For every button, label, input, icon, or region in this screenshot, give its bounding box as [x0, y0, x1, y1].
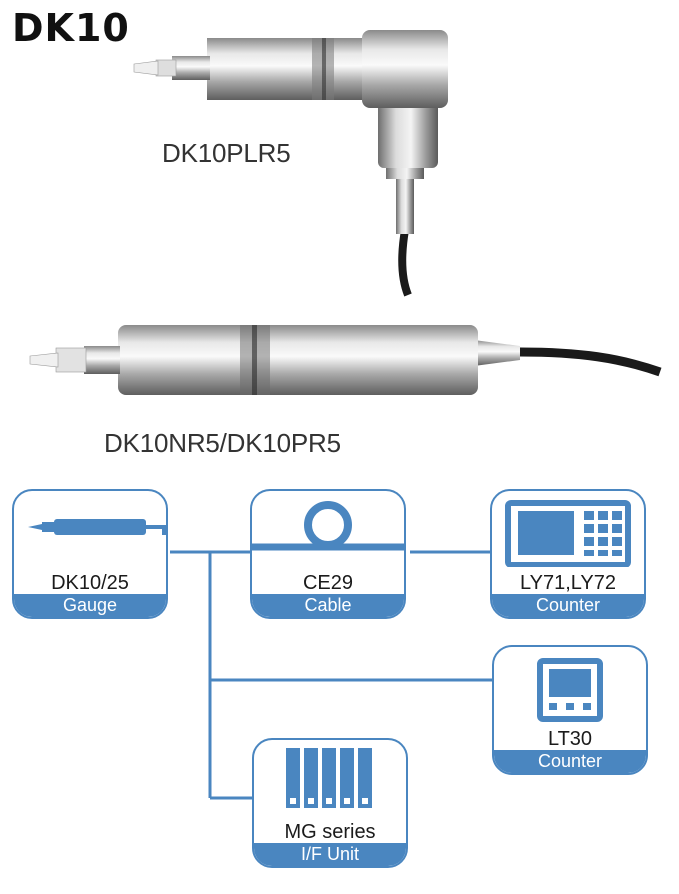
counter-lt-node[interactable]: LT30 Counter — [492, 645, 648, 775]
counter-ly-category: Counter — [492, 594, 644, 617]
page-title: DK10 — [12, 6, 130, 50]
cable-category: Cable — [252, 594, 404, 617]
gauge-probe-icon — [14, 491, 166, 567]
counter-display-icon — [492, 491, 644, 568]
counter-small-icon — [494, 647, 646, 723]
counter-lt-category: Counter — [494, 750, 646, 773]
interface-category: I/F Unit — [254, 843, 406, 866]
counter-ly-name: LY71,LY72 — [519, 572, 616, 594]
gauge-name: DK10/25 — [51, 572, 129, 594]
counter-lt-name: LT30 — [547, 728, 593, 750]
product-caption-straight: DK10NR5/DK10PR5 — [104, 428, 341, 458]
cable-node[interactable]: CE29 Cable — [250, 489, 406, 619]
straight-probe-image — [29, 325, 662, 395]
cable-name: CE29 — [302, 572, 354, 594]
product-caption-angled: DK10PLR5 — [162, 138, 291, 168]
gauge-category: Gauge — [14, 594, 166, 617]
product-photos — [29, 30, 662, 395]
interface-node[interactable]: MG series I/F Unit — [252, 738, 408, 868]
angled-probe-image — [133, 30, 448, 297]
interface-unit-icon — [254, 740, 406, 816]
cable-reel-icon — [252, 491, 404, 567]
counter-ly-node[interactable]: LY71,LY72 Counter — [490, 489, 646, 619]
gauge-node[interactable]: DK10/25 Gauge — [12, 489, 168, 619]
interface-name: MG series — [284, 821, 376, 843]
